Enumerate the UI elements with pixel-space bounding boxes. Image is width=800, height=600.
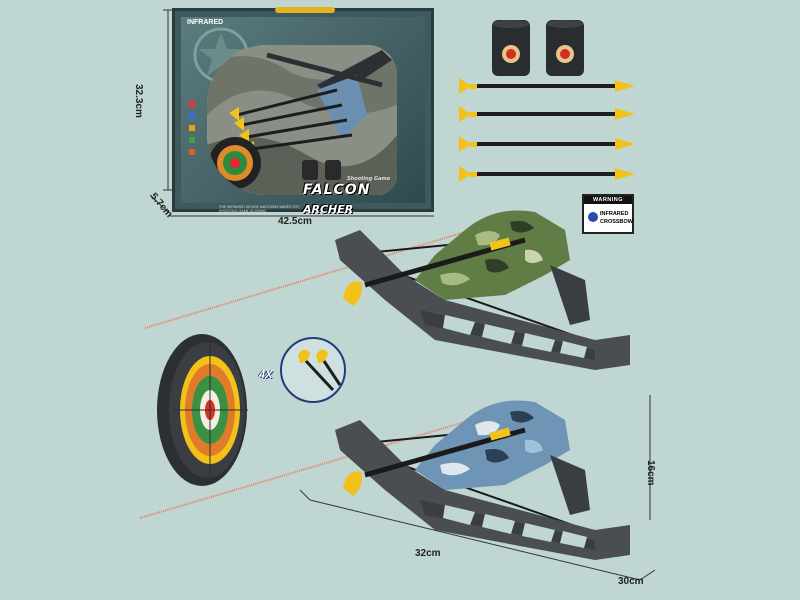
warning-label: WARNING INFRARED CROSSBOW xyxy=(582,194,634,234)
brand-name: FALCON xyxy=(303,182,371,198)
arrow-icon xyxy=(459,166,635,182)
target-icon xyxy=(157,334,248,486)
brand-name-2: ARCHER xyxy=(303,203,354,216)
toy-length-label: 32cm xyxy=(415,548,441,559)
crossbow-icon xyxy=(335,400,630,560)
can-target-icon xyxy=(546,20,584,76)
box-logo: Shooting Game FALCON ARCHER xyxy=(303,176,425,217)
crossbow-icon xyxy=(335,210,630,370)
loose-arrows xyxy=(459,78,635,182)
box-width-label: 42.5cm xyxy=(278,216,312,227)
feature-icon xyxy=(189,149,195,155)
box-description: THE INFRARED DEVICE MATCHING WAVES TOY S… xyxy=(219,205,300,213)
arrow-count-badge: 4X xyxy=(259,369,273,381)
toy-depth-label: 30cm xyxy=(618,576,644,587)
box-contents-illustration xyxy=(207,45,397,195)
feature-icon xyxy=(189,113,195,119)
warning-header: WARNING xyxy=(584,196,632,204)
box-artwork: INFRARED xyxy=(181,17,425,216)
box-handle xyxy=(275,7,335,13)
crossbow-green xyxy=(335,210,630,370)
box-tagline: Shooting Game xyxy=(347,176,391,182)
arrow-icon xyxy=(459,106,635,122)
warning-line2: CROSSBOW xyxy=(600,219,633,225)
arrow-pack-badge xyxy=(280,337,346,403)
box-corner-label: INFRARED xyxy=(187,19,224,26)
arrow-icon xyxy=(459,78,635,94)
can-target-icon xyxy=(492,20,530,76)
feature-icon xyxy=(189,137,195,143)
warning-line1: INFRARED xyxy=(600,211,629,217)
feature-icon xyxy=(189,125,195,131)
feature-icon xyxy=(189,101,195,107)
target-board xyxy=(157,334,248,486)
can-targets xyxy=(492,20,584,76)
arrow-icon xyxy=(459,136,635,152)
arrow-icon xyxy=(298,349,342,392)
crossbow-blue xyxy=(335,400,630,560)
box-window xyxy=(207,45,397,195)
warning-icon xyxy=(588,212,598,222)
product-box: INFRARED xyxy=(172,7,434,216)
